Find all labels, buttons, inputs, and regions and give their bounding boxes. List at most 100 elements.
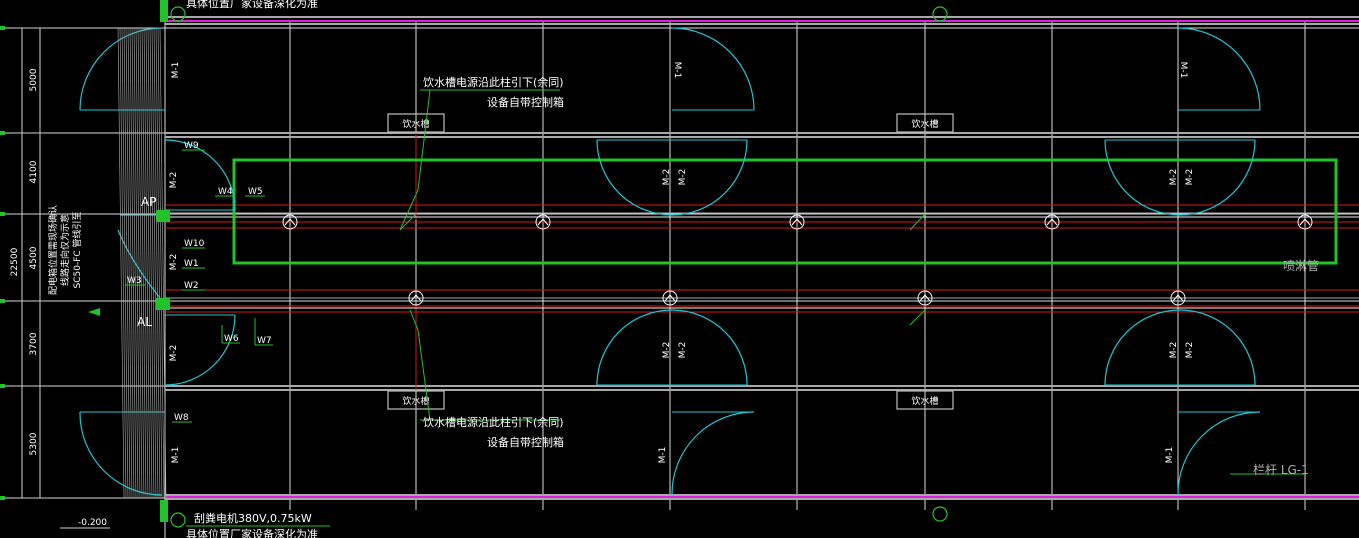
left-tick-dots	[0, 26, 5, 500]
svg-text:W4: W4	[218, 187, 233, 197]
wall-lines	[165, 16, 1359, 500]
svg-text:M-2: M-2	[678, 342, 688, 359]
hatch-stroke	[131, 27, 139, 499]
hatch-stroke	[143, 27, 151, 499]
svg-text:M-2: M-2	[678, 169, 688, 186]
svg-text:M-1: M-1	[171, 62, 181, 79]
fan-blade	[537, 218, 549, 226]
service-lines	[165, 216, 1359, 309]
svg-text:M-2: M-2	[169, 172, 179, 189]
hatch-stroke	[159, 27, 167, 499]
callout-line2-top: 设备自带控制箱	[487, 95, 564, 109]
svg-text:配电箱位置需现场确认: 配电箱位置需现场确认	[47, 205, 59, 295]
svg-text:M-2: M-2	[169, 254, 179, 271]
callout-line1-top: 饮水槽电源沿此柱引下(余同)	[423, 75, 564, 89]
hatch-stroke	[133, 27, 141, 499]
railing-label: 栏杆 LG-1	[1253, 462, 1309, 477]
hatch-stroke	[129, 27, 137, 499]
magenta-rails	[165, 20, 1359, 498]
entry-hatch	[117, 27, 167, 499]
door-labels: M-1 M-1 M-1 M-1 M-1 M-1 M-2 M-2 M-2 M-2 …	[169, 62, 1195, 464]
hatch-stroke	[121, 27, 129, 499]
hatch-stroke	[137, 27, 145, 499]
hatch-stroke	[149, 27, 157, 499]
hatch-stroke	[123, 27, 131, 499]
hatch-stroke	[135, 27, 143, 499]
water-trough-label-1: 饮水槽	[402, 118, 429, 130]
water-trough-boxes	[387, 113, 954, 410]
door-leaf-lines	[80, 109, 1260, 413]
svg-text:W3: W3	[127, 276, 142, 286]
hatch-stroke	[151, 27, 159, 499]
circuit-tags	[125, 149, 273, 423]
svg-text:M-1: M-1	[1178, 62, 1188, 79]
svg-text:W7: W7	[257, 336, 272, 346]
panel-al-label: AL	[137, 315, 152, 329]
hatch-stroke	[145, 27, 153, 499]
hatch-stroke	[141, 27, 149, 499]
end-markers	[156, 0, 170, 522]
panel-ap-label: AP	[141, 195, 156, 209]
hatch-stroke	[139, 27, 147, 499]
dim-total: 22500	[10, 247, 20, 276]
circuit-labels: W9 W4 W5 W10 W1 W3 W2 W6 W7 W8	[127, 141, 272, 423]
hatch-stroke	[117, 27, 125, 499]
fan-symbol	[1170, 290, 1186, 306]
bottom-power-label: 刮粪电机380V,0.75kW	[194, 511, 312, 525]
svg-text:M-2: M-2	[1169, 342, 1179, 359]
svg-text:W5: W5	[248, 187, 263, 197]
vertical-notes: 配电箱位置需现场确认 线路走向仅为示意 SC50-FC 管线引至	[47, 205, 83, 295]
fan-symbol	[408, 290, 424, 306]
fan-blade	[1046, 218, 1058, 226]
hatch-stroke	[119, 27, 127, 499]
svg-text:SC50-FC 管线引至: SC50-FC 管线引至	[71, 211, 83, 288]
svg-text:M-2: M-2	[662, 342, 672, 359]
fan-symbol	[1044, 214, 1060, 230]
svg-text:W1: W1	[184, 259, 199, 269]
svg-text:线路走向仅为示意: 线路走向仅为示意	[59, 214, 71, 286]
fan-blade	[410, 294, 422, 302]
dim-4100: 4100	[29, 160, 39, 183]
svg-text:W8: W8	[174, 413, 189, 423]
dim-5000: 5000	[29, 68, 39, 91]
fan-symbol	[917, 290, 933, 306]
callout-line1-bottom: 饮水槽电源沿此柱引下(余同)	[423, 415, 564, 429]
hatch-stroke	[147, 27, 155, 499]
callout-leaders	[399, 89, 1305, 475]
fan-symbol	[789, 214, 805, 230]
svg-text:M-1: M-1	[658, 447, 668, 464]
svg-text:M-2: M-2	[1169, 169, 1179, 186]
svg-text:W9: W9	[184, 141, 199, 151]
fan-blade	[1299, 218, 1311, 226]
water-trough-label-3: 饮水槽	[402, 395, 429, 407]
callout-line2-bottom: 设备自带控制箱	[487, 435, 564, 449]
axis-bubbles	[170, 6, 948, 528]
svg-text:M-1: M-1	[672, 62, 682, 79]
fan-symbol	[282, 214, 298, 230]
dim-5300: 5300	[29, 432, 39, 455]
hatch-stroke	[127, 27, 135, 499]
left-dimension-lines	[14, 27, 48, 499]
bottom-note: 具体位置厂家设备深化为准	[186, 527, 318, 538]
fan-blade	[284, 218, 296, 226]
dim-4500: 4500	[29, 246, 39, 269]
fan-blade	[791, 218, 803, 226]
door-arcs	[79, 27, 1261, 496]
elevation-label: -0.200	[78, 518, 107, 528]
svg-text:W2: W2	[184, 281, 199, 291]
fan-symbol	[1297, 214, 1313, 230]
fan-blade	[919, 294, 931, 302]
sprinkler-loop	[232, 158, 1338, 265]
svg-text:M-1: M-1	[171, 447, 181, 464]
left-arrows	[88, 308, 100, 316]
svg-text:W6: W6	[224, 334, 239, 344]
water-trough-label-2: 饮水槽	[911, 118, 938, 130]
svg-text:M-2: M-2	[1185, 342, 1195, 359]
hatch-stroke	[153, 27, 161, 499]
svg-text:M-1: M-1	[1165, 447, 1175, 464]
dim-3700: 3700	[29, 332, 39, 355]
dimension-texts: 5000 4100 4500 3700 5300 22500	[10, 68, 39, 455]
top-note: 具体位置厂家设备深化为准	[186, 0, 318, 10]
svg-text:M-2: M-2	[1185, 169, 1195, 186]
